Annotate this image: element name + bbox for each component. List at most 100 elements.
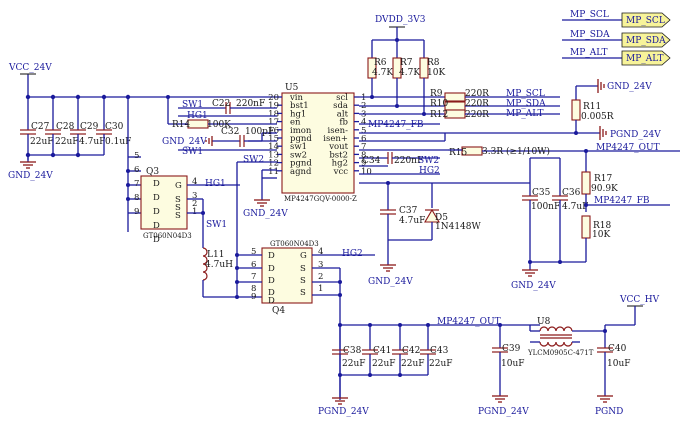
q3-pin-name-8: D <box>153 221 160 231</box>
capacitor-c22: C22 220nF <box>212 99 265 114</box>
u5-pin-num-15: 15 <box>268 134 279 144</box>
u5-pin-name-9: hg2 <box>332 159 348 169</box>
capacitor-c27: C27 22uF <box>20 97 54 160</box>
q3-pin-name-6: D <box>153 193 160 203</box>
port-mp-scl: MP_SCL MP_SCL <box>562 10 671 28</box>
inductor-l11: L11 4.7uH <box>202 222 233 297</box>
net-hg2-u5: HG2 <box>419 166 440 176</box>
u5-pin-num-17: 17 <box>268 118 279 128</box>
u5-pin-name-3: alt <box>337 109 349 119</box>
r6-ref: R6 <box>374 58 387 68</box>
c37-value: 4.7uF <box>399 216 425 226</box>
u5-pin-num-6: 6 <box>361 134 366 144</box>
resistor-r8: R8 10K <box>419 40 445 114</box>
u5-pin-num-7: 7 <box>361 142 366 152</box>
r14-ref: R14 <box>172 120 191 130</box>
u5-pin-name-18: hg1 <box>290 109 306 119</box>
c28-ref: C28 <box>56 122 75 132</box>
u5-pin-num-9: 9 <box>361 159 366 169</box>
c43-ref: C43 <box>430 346 449 356</box>
gnd-24v-label-imon: GND_24V <box>162 137 207 147</box>
port-mp-scl-net: MP_SCL <box>570 10 609 20</box>
capacitor-c29: C29 4.7uF <box>70 97 105 155</box>
q4-ref: Q4 <box>272 306 285 316</box>
dvdd-3v3-label: DVDD_3V3 <box>375 15 426 25</box>
u5-pin-name-6: isen+ <box>323 134 348 144</box>
u5-pin-num-16: 16 <box>268 126 279 136</box>
q3-pin-num-9: 9 <box>134 207 139 217</box>
u8-ref: U8 <box>537 317 551 327</box>
u5-pin-name-20: vin <box>289 93 304 103</box>
u5-pin-name-4: fb <box>339 118 348 128</box>
net-mp-alt-r12: MP_ALT <box>506 109 544 119</box>
resistor-r11: R11 0.005R <box>571 86 614 133</box>
r15-value: 3.3R (≥1/10W) <box>482 146 550 157</box>
q3-pin-num-6: 6 <box>134 165 139 175</box>
q4-pin-num-1: 1 <box>318 284 323 294</box>
r15-ref: R15 <box>449 148 468 158</box>
u5-pin-num-4: 4 <box>361 118 366 128</box>
c29-ref: C29 <box>80 122 99 132</box>
q4-pin-num-8: 8 <box>251 284 256 294</box>
gnd-24v-label-agnd: GND_24V <box>243 209 288 219</box>
diode-d5: D5 1N4148W <box>424 183 482 240</box>
c42-value: 22uF <box>401 359 425 369</box>
u5-pin-name-7: vout <box>328 142 348 152</box>
q4-pin-name-8: D <box>268 288 275 298</box>
pgnd-symbol-c40: PGND <box>595 395 623 417</box>
l11-value: 4.7uH <box>205 260 233 270</box>
capacitor-c30: C30 0.1uF <box>96 97 131 155</box>
u5-pin-num-14: 14 <box>268 142 279 152</box>
mosfet-q4: Q4 GT060N04D3 <box>261 240 319 316</box>
mosfet-q3: Q3 GT060N04D3 <box>140 167 192 240</box>
u5-pin-name-17: en <box>290 118 301 128</box>
q3-pin-name-2: S <box>175 203 181 213</box>
capacitor-c37: C37 4.7uF <box>380 206 425 240</box>
c38-ref: C38 <box>343 346 362 356</box>
u5-pin-name-12: pgnd <box>290 159 312 169</box>
resistor-r18: R18 10K <box>581 215 612 262</box>
c39-ref: C39 <box>502 344 521 354</box>
c27-ref: C27 <box>31 122 50 132</box>
q4-pin-num-3: 3 <box>318 260 323 270</box>
u5-pin-name-19: bst1 <box>290 101 309 111</box>
c36-value: 4.7uF <box>562 202 588 212</box>
r12-ref: R12 <box>430 110 448 120</box>
c35-ref: C35 <box>532 188 551 198</box>
pgnd-24v-label-r11: PGND_24V <box>610 130 661 140</box>
c37-ref: C37 <box>399 206 418 216</box>
q4-pin-name-6: D <box>268 264 275 274</box>
c28-value: 22uF <box>55 137 79 147</box>
gnd-24v-symbol-d5: GND_24V <box>368 240 413 287</box>
c22-ref: C22 <box>212 99 230 109</box>
r14-value: 100K <box>207 120 231 130</box>
net-mp4247-out-top: MP4247_OUT <box>596 143 660 153</box>
c40-value: 10uF <box>607 359 631 369</box>
c41-value: 22uF <box>372 359 396 369</box>
net-mp4247-fb-u5: MP4247_FB <box>368 120 424 130</box>
c34-ref: C34 <box>362 156 381 166</box>
c29-value: 4.7uF <box>79 137 105 147</box>
q3-pin-name-9: D <box>153 235 160 245</box>
port-mp-sda: MP_SDA MP_SDA <box>562 30 671 48</box>
q3-pin-name-5: D <box>153 179 160 189</box>
d5-ref: D5 <box>435 213 448 223</box>
q3-pin-name-1: S <box>175 211 181 221</box>
capacitor-c28: C28 22uF <box>45 97 79 155</box>
u5-pin-num-5: 5 <box>361 126 366 136</box>
net-mp-scl-r9: MP_SCL <box>506 89 545 99</box>
ic-u5: U5 MP4247GQV-0000-Z <box>281 83 357 203</box>
q3-part: GT060N04D3 <box>143 232 192 240</box>
c38-value: 22uF <box>342 359 366 369</box>
resistor-r14: R14 100K <box>167 97 277 130</box>
pgnd-24v-symbol-output: PGND_24V <box>318 375 369 417</box>
q3-pin-num-2: 2 <box>192 199 197 209</box>
capacitor-c34: C34 220nF <box>359 152 440 166</box>
q3-pin-num-7: 7 <box>134 179 139 189</box>
gnd-24v-label-input: GND_24V <box>8 171 53 181</box>
r9-value: 220R <box>465 89 489 99</box>
net-hg1-top: HG1 <box>187 111 208 121</box>
u5-pin-name-13: sw2 <box>290 150 307 160</box>
r7-value: 4.7K <box>399 68 420 78</box>
